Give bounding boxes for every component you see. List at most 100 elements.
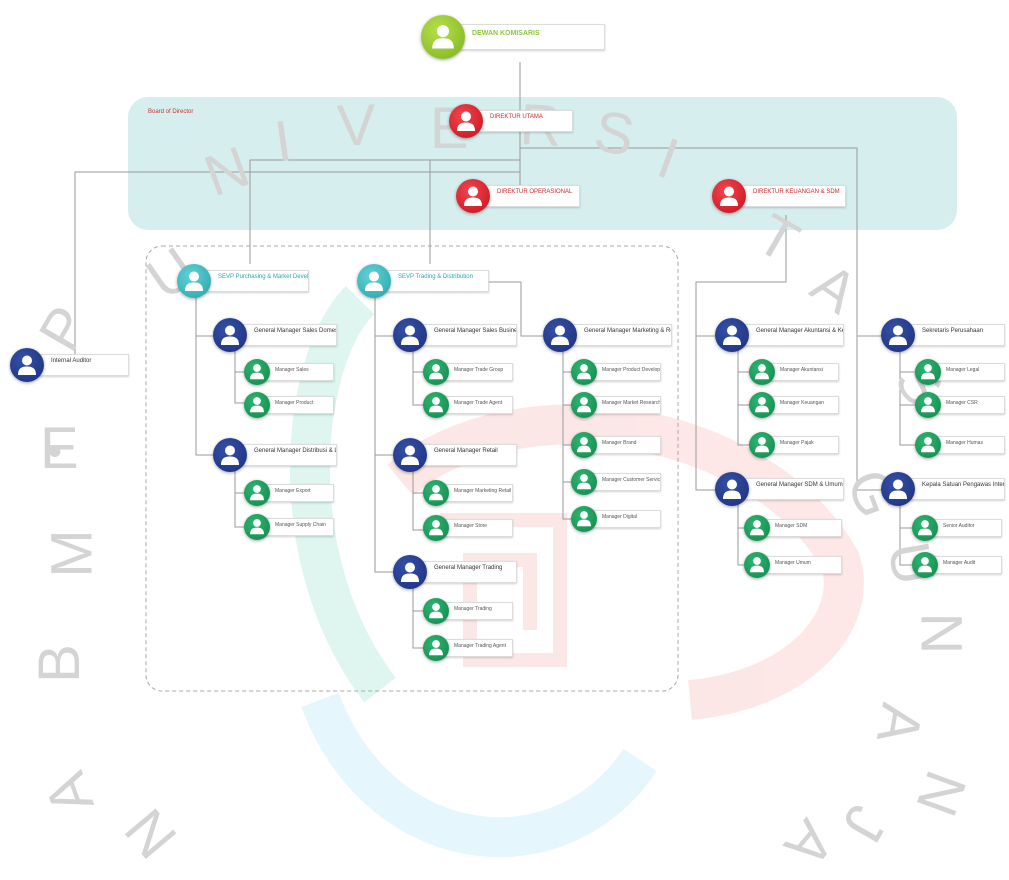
- person-icon: [244, 480, 270, 506]
- person-icon: [543, 318, 577, 352]
- person-icon: [357, 264, 391, 298]
- person-icon: [881, 318, 915, 352]
- org-node-gm6-s4: Manager Customer Service: [571, 469, 683, 495]
- org-node-label: Manager Keuangan: [767, 396, 839, 414]
- org-node-label: Manager Audit: [930, 556, 1002, 574]
- person-icon: [744, 515, 770, 541]
- org-node-label: General Manager Akuntansi & Keuangan: [739, 324, 844, 346]
- person-icon: [449, 104, 483, 138]
- org-node-gm8-s1: Manager SDM: [744, 515, 864, 541]
- person-icon: [393, 438, 427, 472]
- org-node-gm7: General Manager Akuntansi & Keuangan: [715, 318, 860, 352]
- person-icon: [571, 469, 597, 495]
- person-icon: [423, 480, 449, 506]
- org-node-label: Manager Export: [262, 484, 334, 502]
- person-icon: [423, 598, 449, 624]
- org-node-label: Manager Marketing Retail: [441, 484, 513, 502]
- org-node-dewan: DEWAN KOMISARIS: [421, 15, 613, 59]
- org-node-kr: Kepala Satuan Pengawas Internal: [881, 472, 1009, 506]
- org-node-label: Sekretaris Perusahaan: [905, 324, 1005, 346]
- watermark-letter: N: [908, 612, 974, 655]
- person-icon: [421, 15, 465, 59]
- org-node-label: Senior Auditor: [930, 519, 1002, 537]
- org-node-label: Manager Humas: [933, 436, 1005, 454]
- org-node-gm3-s1: Manager Trade Group: [423, 359, 535, 385]
- org-node-gm3-s2: Manager Trade Agent: [423, 392, 535, 418]
- person-icon: [244, 392, 270, 418]
- person-icon: [749, 392, 775, 418]
- org-node-label: DIREKTUR KEUANGAN & SDM: [736, 185, 846, 207]
- org-node-label: General Manager Marketing & Research: [567, 324, 672, 346]
- org-node-dirops: DIREKTUR OPERASIONAL: [456, 179, 596, 213]
- org-node-gm7-s2: Manager Keuangan: [749, 392, 861, 418]
- org-node-gm1: General Manager Sales Domestic: [213, 318, 353, 352]
- org-node-gm1-s2: Manager Product: [244, 392, 356, 418]
- watermark-letter: B: [26, 644, 92, 683]
- person-icon: [744, 552, 770, 578]
- board-label: Board of Director: [148, 109, 194, 115]
- org-node-gm6-s5: Manager Digital: [571, 506, 683, 532]
- org-node-gm8-s2: Manager Umum: [744, 552, 864, 578]
- org-node-label: Manager Trade Agent: [441, 396, 513, 414]
- org-node-label: General Manager Sales Domestic: [237, 324, 337, 346]
- org-node-gm5-s2: Manager Trading Agent: [423, 635, 535, 661]
- org-node-label: Manager CSR: [933, 396, 1005, 414]
- org-node-label: General Manager Distribusi & Logistic: [237, 444, 337, 466]
- org-node-svp2: SEVP Trading & Distribution: [357, 264, 505, 298]
- org-node-gm2: General Manager Distribusi & Logistic: [213, 438, 353, 472]
- org-node-label: SEVP Purchasing & Market Development: [201, 270, 309, 292]
- org-node-label: Manager Umum: [762, 556, 842, 574]
- org-node-sk-s3: Manager Humas: [915, 432, 1009, 458]
- org-node-dirut: DIREKTUR UTAMA: [449, 104, 589, 138]
- person-icon: [423, 392, 449, 418]
- person-icon: [456, 179, 490, 213]
- org-node-gm4-s1: Manager Marketing Retail: [423, 480, 535, 506]
- org-node-gm8: General Manager SDM & Umum: [715, 472, 860, 506]
- person-icon: [10, 348, 44, 382]
- org-node-label: Manager Sales: [262, 363, 334, 381]
- org-node-label: Manager Akuntansi: [767, 363, 839, 381]
- org-node-label: General Manager Retail: [417, 444, 517, 466]
- org-node-svp1: SEVP Purchasing & Market Development: [177, 264, 325, 298]
- watermark-dot: •: [48, 430, 63, 474]
- person-icon: [712, 179, 746, 213]
- org-node-label: Manager Trading: [441, 602, 513, 620]
- org-node-label: Kepala Satuan Pengawas Internal: [905, 478, 1005, 500]
- person-icon: [912, 552, 938, 578]
- person-icon: [423, 635, 449, 661]
- org-node-gm2-s1: Manager Export: [244, 480, 356, 506]
- org-node-gm3: General Manager Sales Business: [393, 318, 533, 352]
- org-node-label: Manager Product Development: [589, 363, 661, 381]
- org-node-gm6-s2: Manager Market Research: [571, 392, 683, 418]
- person-icon: [749, 359, 775, 385]
- trading-group-frame: [145, 245, 679, 692]
- watermark-letter: M: [39, 529, 105, 578]
- org-node-gm4: General Manager Retail: [393, 438, 533, 472]
- org-node-sk-s2: Manager CSR: [915, 392, 1009, 418]
- org-node-label: Manager Product: [262, 396, 334, 414]
- person-icon: [213, 318, 247, 352]
- person-icon: [177, 264, 211, 298]
- org-node-gm5-s1: Manager Trading: [423, 598, 535, 624]
- org-node-gm1-s1: Manager Sales: [244, 359, 356, 385]
- person-icon: [915, 392, 941, 418]
- org-node-dirkeu: DIREKTUR KEUANGAN & SDM: [712, 179, 862, 213]
- org-node-kr-s1: Senior Auditor: [912, 515, 1009, 541]
- person-icon: [571, 432, 597, 458]
- org-node-gm4-s2: Manager Store: [423, 515, 535, 541]
- org-node-gm6-s1: Manager Product Development: [571, 359, 683, 385]
- person-icon: [881, 472, 915, 506]
- org-node-label: Manager Pajak: [767, 436, 839, 454]
- org-node-label: Manager Digital: [589, 510, 661, 528]
- person-icon: [423, 515, 449, 541]
- person-icon: [423, 359, 449, 385]
- person-icon: [915, 432, 941, 458]
- org-node-internal: Internal Auditor: [10, 348, 145, 382]
- person-icon: [393, 555, 427, 589]
- person-icon: [749, 432, 775, 458]
- org-node-label: DEWAN KOMISARIS: [453, 24, 605, 50]
- org-node-label: Manager Brand: [589, 436, 661, 454]
- person-icon: [715, 472, 749, 506]
- org-node-label: General Manager Trading: [417, 561, 517, 583]
- person-icon: [715, 318, 749, 352]
